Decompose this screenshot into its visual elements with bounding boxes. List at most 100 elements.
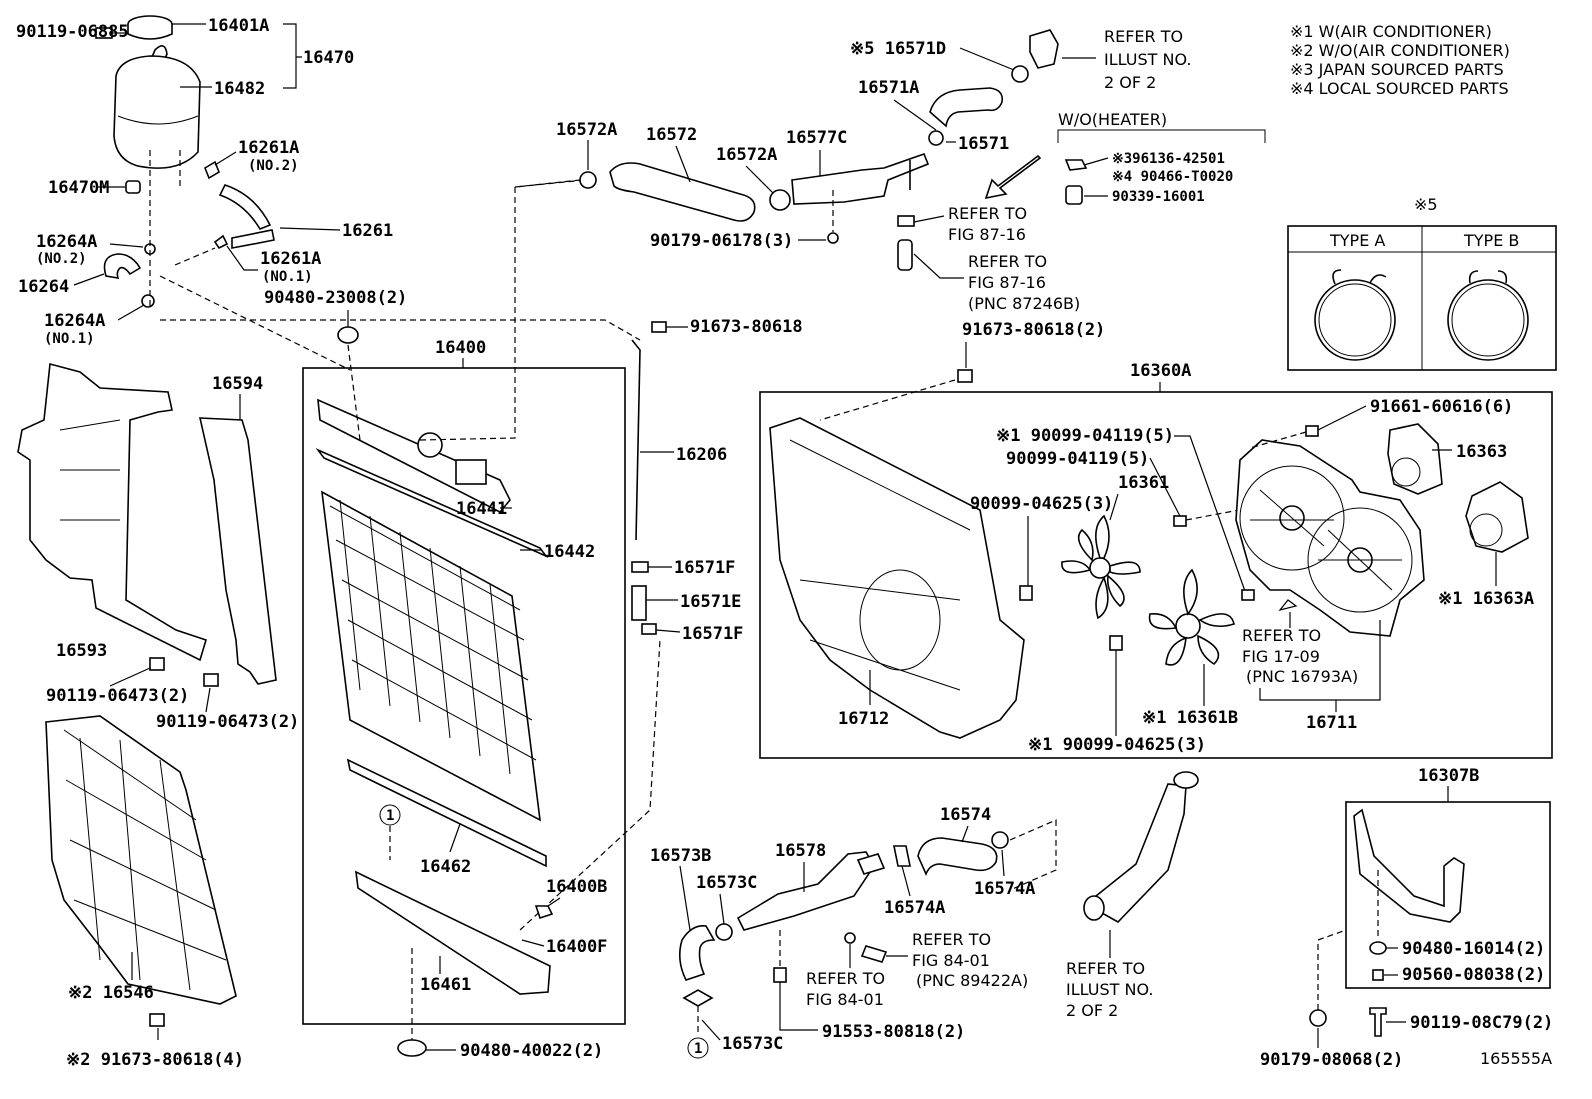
part-label: 16712 (838, 709, 889, 729)
fan-shroud-16711-icon (1235, 439, 1425, 637)
guard-16546-icon (45, 715, 237, 1005)
bracket-16307B-icon (1353, 808, 1465, 923)
clip-icon (715, 923, 733, 941)
part-label: 16264 (18, 277, 69, 297)
radiator-group: 16400 90480-23008(2) 1 16441 16442 16462… (264, 179, 661, 1061)
part-label: 90119-06473(2) (46, 686, 189, 706)
nut-icon (827, 232, 839, 244)
part-label: 16573B (650, 846, 711, 866)
part-label: 16461 (420, 975, 471, 995)
bolt-icon (651, 321, 667, 333)
ref-text: REFER TO (968, 252, 1047, 271)
motor-16363A-icon (1465, 481, 1529, 553)
left-shrouds: 16594 16593 90119-06473(2) 90119-06473(2… (17, 362, 299, 1070)
shroud-16594-icon (198, 417, 277, 685)
note-label: (NO.2) (248, 158, 299, 174)
part-label: 90179-06178(3) (650, 231, 793, 251)
part-label: 16401A (208, 16, 269, 36)
bolt-icon (1019, 585, 1033, 601)
part-label: 16574A (884, 898, 945, 918)
fan-16361-icon (1061, 514, 1141, 620)
part-label: 90099-04119(5) (1006, 449, 1149, 469)
part-label: ※1 16363A (1438, 589, 1534, 609)
shroud-16712-icon (769, 417, 1025, 739)
part-label: 16264A (36, 232, 97, 252)
part-label: 16470 (303, 48, 354, 68)
clamp-type-box: ※5 TYPE A TYPE B (1287, 195, 1557, 371)
upper-hose-group: 16572A 16572 16572A 16577C 90179-06178(3… (514, 120, 930, 251)
ref-text: (PNC 87246B) (968, 294, 1080, 313)
heater-hose-group: ※5 16571D REFER TO ILLUST NO. 2 OF 2 165… (850, 27, 1191, 313)
part-label: 16572A (556, 120, 617, 140)
part-label: 16261A (260, 249, 321, 269)
gasket-icon (346, 758, 547, 868)
part-label: 16571F (682, 624, 743, 644)
wo-heater-group: W/O(HEATER) ※396136-42501 ※4 90466-T0020… (1057, 110, 1266, 205)
part-label: 90480-16014(2) (1402, 939, 1545, 959)
clip-icon (141, 294, 155, 308)
part-label: 16571A (858, 78, 919, 98)
part-label: 16442 (544, 542, 595, 562)
part-label: 16462 (420, 857, 471, 877)
ref-text: FIG 84-01 (912, 951, 990, 970)
bolt-icon (149, 657, 165, 671)
ref-text: REFER TO (1104, 27, 1183, 46)
part-label: 16361 (1118, 473, 1169, 493)
ref-text: (PNC 16793A) (1246, 667, 1358, 686)
bolt-icon (149, 1013, 165, 1027)
part-label: 16470M (48, 178, 109, 198)
clip-icon (1011, 65, 1029, 83)
cushion-icon (337, 326, 359, 344)
clip-icon (991, 831, 1009, 849)
hose-icon (678, 924, 716, 981)
part-label: 16574 (940, 805, 991, 825)
part-label: 16572 (646, 125, 697, 145)
hose-icon (917, 837, 998, 877)
part-label: ※2 16546 (68, 983, 154, 1003)
ref-text: REFER TO (948, 204, 1027, 223)
figure-id: 165555A (1480, 1049, 1552, 1068)
part-label: 91661-60616(6) (1370, 397, 1513, 417)
ref-text: FIG 87-16 (948, 225, 1026, 244)
clip-icon (631, 561, 649, 573)
type-b-label: TYPE B (1463, 231, 1519, 250)
part-label: 16206 (676, 445, 727, 465)
clamp-type-b-icon (1447, 279, 1529, 361)
hose-icon (631, 585, 647, 621)
part-label: 16400F (546, 937, 607, 957)
part-label: ※2 91673-80618(4) (66, 1050, 244, 1070)
bolt-icon (1241, 589, 1255, 601)
radiator-cap-icon (417, 432, 443, 458)
part-label: 16264A (44, 311, 105, 331)
washer-icon (844, 932, 856, 944)
ref-text: (PNC 89422A) (916, 971, 1028, 990)
part-label: 16578 (775, 841, 826, 861)
ref-text: REFER TO (1242, 626, 1321, 645)
part-label: 90099-04625(3) (970, 494, 1113, 514)
part-label: ※1 16361B (1142, 708, 1238, 728)
part-label: 90480-40022(2) (460, 1041, 603, 1061)
ref-text: REFER TO (806, 969, 885, 988)
clip-icon (769, 189, 791, 211)
pipe-icon (736, 851, 875, 931)
part-label: 16572A (716, 145, 777, 165)
clip-icon (579, 171, 597, 189)
part-label: 16360A (1130, 361, 1191, 381)
fitting-icon (455, 459, 487, 485)
note-label: (NO.1) (262, 269, 313, 285)
part-label: 90119-06473(2) (156, 712, 299, 732)
hose-icon (897, 239, 913, 271)
clip-icon (204, 160, 220, 180)
overflow-tube-icon (631, 339, 641, 541)
clip-icon (928, 130, 944, 146)
part-label: 16577C (786, 128, 847, 148)
clamp-type-a-icon (1314, 279, 1396, 361)
arrow-icon (984, 154, 1042, 200)
part-label: 90339-16001 (1112, 189, 1205, 205)
bracket-group: 16307B 90480-16014(2) 90560-08038(2) 901… (1260, 766, 1553, 1070)
part-label: 16593 (56, 641, 107, 661)
fitting-icon (856, 853, 886, 875)
legend: ※1 W(AIR CONDITIONER) ※2 W/O(AIR CONDITI… (1290, 22, 1510, 98)
bolt-icon (203, 673, 219, 687)
plug-icon (1064, 159, 1088, 171)
